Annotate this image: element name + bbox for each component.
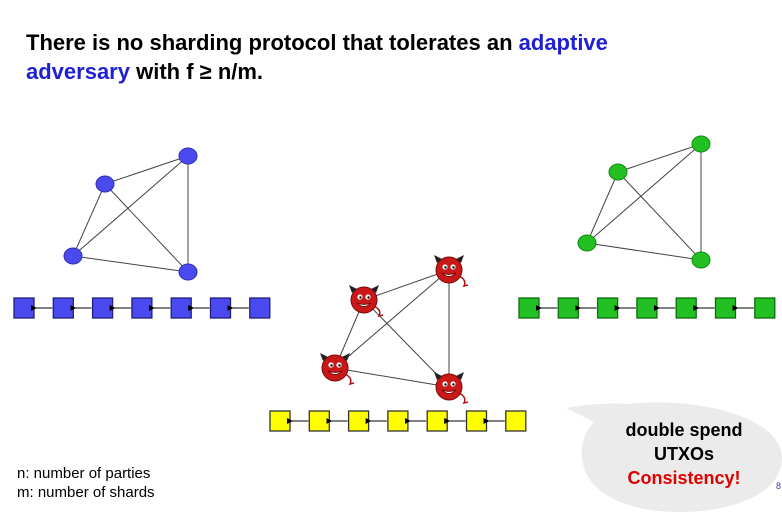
chain-block: [52, 297, 74, 319]
chain-block: [426, 410, 448, 432]
green-graph-edges: [586, 143, 702, 261]
yellow-blockchain: [269, 410, 527, 432]
green-node: [691, 135, 711, 153]
chain-block: [754, 297, 776, 319]
blue-shard-graph: [63, 147, 198, 281]
blue-node: [63, 247, 83, 265]
chain-block: [596, 297, 619, 319]
chain-block: [636, 297, 658, 319]
blue-node: [95, 175, 115, 193]
green-node: [691, 251, 711, 269]
slide-title: There is no sharding protocol that toler…: [26, 28, 746, 86]
title-highlight-adaptive: adaptive: [518, 30, 608, 55]
legend-m: m: number of shards: [17, 484, 155, 501]
chain-block: [91, 297, 114, 319]
green-node: [608, 163, 628, 181]
chain-block: [518, 297, 540, 319]
green-shard-graph: [577, 135, 711, 269]
callout-line-2: UTXOs: [654, 444, 714, 464]
double-spend-callout: double spend UTXOs Consistency!: [566, 402, 782, 512]
devil-node-icon: [434, 372, 469, 405]
chain-block: [131, 297, 153, 319]
green-blockchain: [518, 297, 776, 319]
chain-block: [13, 297, 35, 319]
slide-number: 8: [776, 481, 782, 491]
chain-block: [465, 410, 488, 432]
title-text-2: with f ≥ n/m.: [129, 59, 264, 84]
chain-block: [505, 410, 527, 432]
chain-block: [170, 297, 192, 319]
chain-block: [675, 297, 697, 319]
title-text-1: There is no sharding protocol that toler…: [26, 30, 519, 55]
title-highlight-adversary: adversary: [26, 59, 130, 84]
corrupted-shard-graph: [320, 255, 469, 405]
chain-block: [209, 297, 232, 319]
chain-block: [308, 410, 330, 432]
devil-node-icon: [349, 285, 384, 318]
chain-block: [557, 297, 579, 319]
callout-line-1: double spend: [626, 420, 743, 440]
callout-consistency: Consistency!: [627, 468, 740, 488]
blue-graph-edges: [72, 155, 189, 273]
blue-node: [178, 263, 198, 281]
green-node: [577, 234, 597, 252]
chain-block: [714, 297, 737, 319]
chain-block: [269, 410, 291, 432]
legend: n: number of parties m: number of shards: [17, 464, 155, 502]
chain-block: [249, 297, 271, 319]
legend-n: n: number of parties: [17, 465, 151, 482]
devil-node-icon: [434, 255, 469, 288]
blue-node: [178, 147, 198, 165]
blue-blockchain: [13, 297, 271, 319]
chain-block: [387, 410, 409, 432]
chain-block: [347, 410, 370, 432]
devil-node-icon: [320, 353, 355, 386]
